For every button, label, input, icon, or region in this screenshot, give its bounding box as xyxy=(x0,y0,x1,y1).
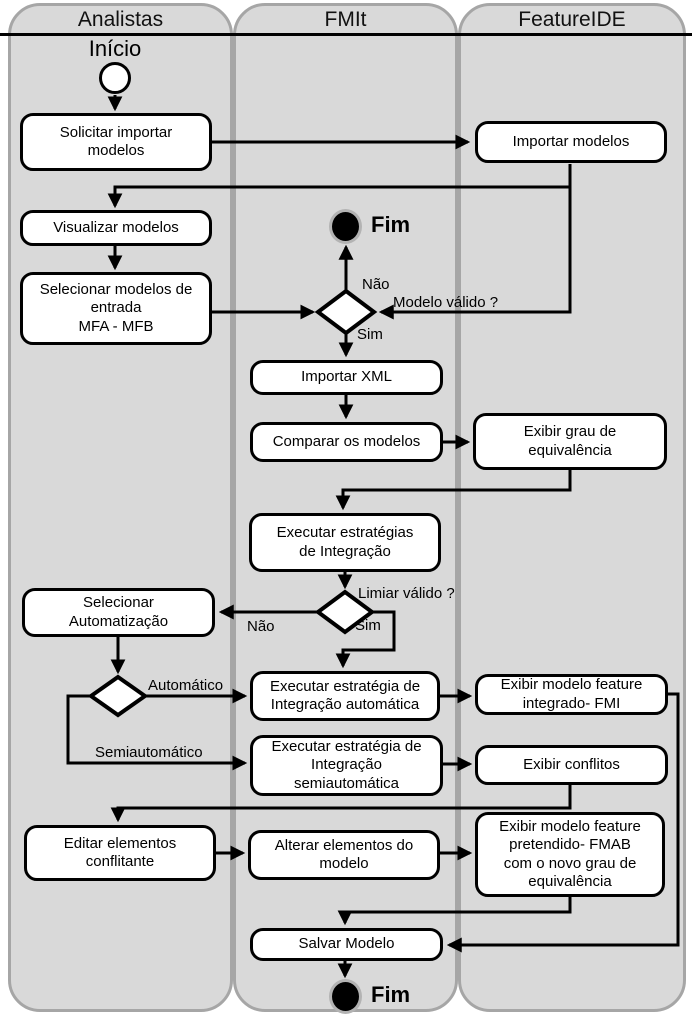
header-separator-line xyxy=(0,33,692,36)
activity-visualizar-modelos: Visualizar modelos xyxy=(20,210,212,246)
final-node-bottom-icon xyxy=(329,979,362,1014)
activity-exibir-grau-equivalencia: Exibir grau de equivalência xyxy=(473,413,667,470)
guard-automatico: Automático xyxy=(148,677,224,694)
activity-executar-estrategia-automatica: Executar estratégia de Integração automá… xyxy=(250,671,440,721)
guard-modelo-valido: Modelo válido ? xyxy=(393,294,499,311)
activity-importar-modelos: Importar modelos xyxy=(475,121,667,163)
final-node-top-icon xyxy=(329,209,362,244)
activity-importar-xml: Importar XML xyxy=(250,360,443,395)
start-label: Início xyxy=(88,36,142,61)
final-label-top: Fim xyxy=(371,212,411,237)
initial-node-icon xyxy=(99,62,131,94)
guard-limiar-valido: Limiar válido ? xyxy=(358,585,455,602)
activity-executar-estrategias-integracao: Executar estratégias de Integração xyxy=(249,513,441,572)
activity-selecionar-modelos-entrada: Selecionar modelos de entrada MFA - MFB xyxy=(20,272,212,345)
lane-title-analistas: Analistas xyxy=(77,8,164,31)
final-label-bottom: Fim xyxy=(371,982,411,1007)
activity-exibir-modelo-feature-pretendido: Exibir modelo feature pretendido- FMAB c… xyxy=(475,812,665,897)
guard-sim-modelo: Sim xyxy=(357,326,383,343)
guard-sim-limiar: Sim xyxy=(355,617,381,634)
lane-title-fmit: FMIt xyxy=(324,8,367,31)
activity-exibir-conflitos: Exibir conflitos xyxy=(475,745,668,785)
guard-semiautomatico: Semiautomático xyxy=(95,744,203,761)
activity-alterar-elementos-modelo: Alterar elementos do modelo xyxy=(248,830,440,880)
activity-editar-elementos-conflitante: Editar elementos conflitante xyxy=(24,825,216,881)
lane-title-featureide: FeatureIDE xyxy=(518,8,626,31)
activity-comparar-os-modelos: Comparar os modelos xyxy=(250,422,443,462)
activity-selecionar-automatizacao: Selecionar Automatização xyxy=(22,588,215,637)
activity-executar-estrategia-semiautomatica: Executar estratégia de Integração semiau… xyxy=(250,735,443,796)
activity-exibir-modelo-feature-integrado: Exibir modelo feature integrado- FMI xyxy=(475,674,668,715)
guard-nao-modelo: Não xyxy=(362,276,390,293)
activity-salvar-modelo: Salvar Modelo xyxy=(250,928,443,961)
guard-nao-limiar: Não xyxy=(247,618,275,635)
activity-solicitar-importar-modelos: Solicitar importar modelos xyxy=(20,113,212,171)
